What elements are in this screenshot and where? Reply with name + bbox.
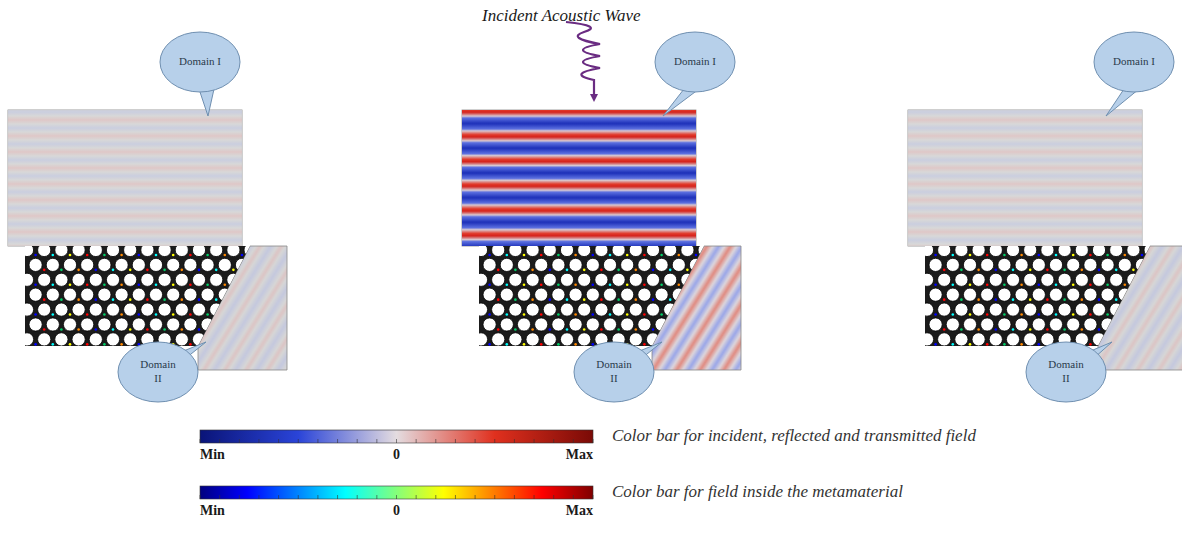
- callout-label: Domain II: [136, 358, 180, 386]
- domain-one-region: [908, 110, 1142, 246]
- callout-bubble: Domain II: [1025, 341, 1107, 403]
- callout-label: Domain I: [1112, 55, 1156, 69]
- pressure-field: [8, 110, 242, 246]
- callout-bubble: Domain I: [159, 31, 241, 93]
- metamaterial-lattice: [920, 243, 1182, 360]
- wave-label: Incident Acoustic Wave: [482, 6, 641, 26]
- callout-label: Domain I: [178, 55, 222, 69]
- callout-label: Domain I: [673, 55, 717, 69]
- callout-label: Domain II: [1044, 358, 1088, 386]
- colorbar-caption: Color bar for incident, reflected and tr…: [612, 426, 976, 446]
- colorbar-tick-label: Max: [566, 503, 593, 519]
- domain-one-region: [8, 110, 242, 246]
- domain-one-region: [462, 110, 696, 246]
- wave-arrow: [566, 22, 600, 98]
- callout-bubble: Domain I: [654, 31, 736, 93]
- pressure-field: [908, 110, 1142, 246]
- callout-bubble: Domain II: [117, 341, 199, 403]
- colorbar-caption: Color bar for field inside the metamater…: [612, 482, 903, 502]
- colorbar-tick-label: Min: [200, 503, 225, 519]
- colorbar-tick-label: 0: [393, 447, 400, 463]
- colorbar-tick-label: Min: [200, 447, 225, 463]
- pressure-field: [462, 110, 696, 246]
- panel: [908, 110, 1182, 370]
- color-bar: [200, 430, 593, 443]
- panel: [8, 110, 287, 370]
- color-bar: [200, 486, 593, 499]
- colorbar-tick-label: Max: [566, 447, 593, 463]
- domain-two-region: [652, 246, 741, 370]
- panel: [462, 110, 741, 370]
- domain-two-region: [198, 246, 287, 370]
- colorbar-tick-label: 0: [393, 503, 400, 519]
- pressure-field: [652, 246, 741, 370]
- callout-bubble: Domain I: [1093, 31, 1175, 93]
- callout-bubble: Domain II: [573, 341, 655, 403]
- pressure-field: [1098, 246, 1182, 370]
- callout-label: Domain II: [592, 358, 636, 386]
- pressure-field: [198, 246, 287, 370]
- domain-two-region: [1098, 246, 1182, 370]
